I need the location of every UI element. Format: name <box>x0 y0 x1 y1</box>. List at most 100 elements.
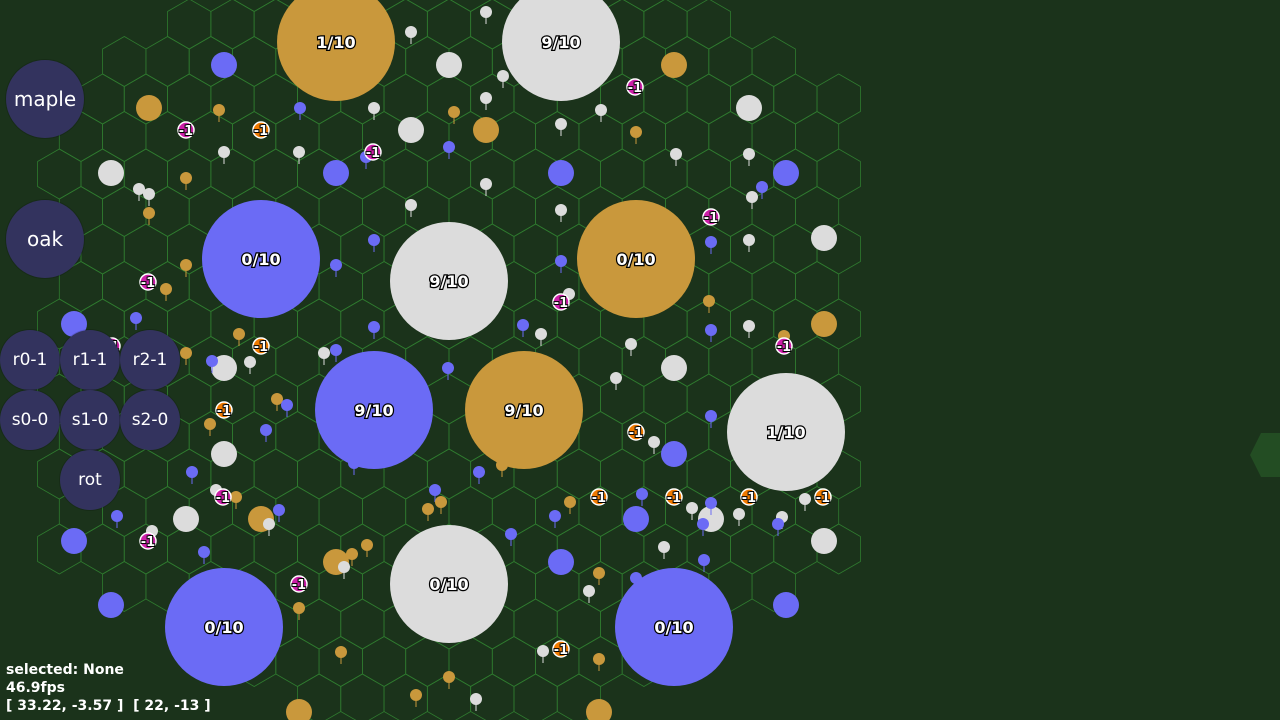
hex-cell[interactable] <box>361 486 407 537</box>
hex-cell[interactable] <box>102 261 147 312</box>
hex-cell[interactable] <box>275 336 320 387</box>
hex-cell[interactable] <box>253 73 298 125</box>
s0-button[interactable]: s0-0 <box>0 390 60 450</box>
hex-cell[interactable] <box>232 411 277 462</box>
hex-cell[interactable] <box>535 111 580 162</box>
birch-tree[interactable]: 9/10 <box>502 0 620 101</box>
hex-cell[interactable] <box>600 373 645 425</box>
hex-cell[interactable] <box>751 186 796 237</box>
hex-cell[interactable] <box>405 636 450 687</box>
r2-button[interactable]: r2-1 <box>120 330 180 390</box>
hex-cell[interactable] <box>145 36 190 87</box>
hex-cell[interactable] <box>275 636 320 687</box>
hex-cell[interactable] <box>816 73 861 125</box>
hex-cell[interactable] <box>383 73 428 125</box>
hex-cell[interactable] <box>643 373 688 425</box>
r0-button[interactable]: r0-1 <box>0 330 60 390</box>
hex-cell[interactable] <box>275 411 320 462</box>
hex-cell[interactable] <box>426 73 472 125</box>
oak-tree[interactable]: 0/10 <box>615 568 733 686</box>
hex-cell[interactable] <box>773 523 818 575</box>
hex-cell[interactable] <box>751 36 796 87</box>
hex-cell[interactable] <box>773 73 818 125</box>
hex-cell[interactable] <box>730 223 775 275</box>
hex-cell[interactable] <box>621 111 666 162</box>
hex-cell[interactable] <box>233 0 276 12</box>
hex-cell[interactable] <box>621 36 666 87</box>
hex-cell[interactable] <box>643 0 688 50</box>
hex-cell[interactable] <box>80 73 125 125</box>
oak-tree[interactable]: 0/10 <box>165 568 283 686</box>
hex-cell[interactable] <box>686 73 731 125</box>
hex-cell[interactable] <box>578 411 623 462</box>
maple-tree[interactable]: 0/10 <box>577 200 695 318</box>
hex-cell[interactable] <box>210 0 255 50</box>
hex-cell[interactable] <box>513 598 558 650</box>
hex-cell[interactable] <box>448 636 493 687</box>
hex-cell[interactable] <box>318 111 363 162</box>
hex-cell[interactable] <box>361 186 407 237</box>
hex-cell[interactable] <box>123 223 169 275</box>
hex-cell[interactable] <box>80 523 125 575</box>
hex-cell[interactable] <box>102 36 147 87</box>
hex-cell[interactable] <box>816 148 861 200</box>
birch-tree[interactable]: 1/10 <box>727 373 845 491</box>
hex-cell[interactable] <box>167 73 212 125</box>
hex-cell[interactable] <box>491 111 536 162</box>
rotate-button[interactable]: rot <box>60 450 120 510</box>
hex-cell[interactable] <box>708 36 753 87</box>
hex-cell[interactable] <box>795 111 840 162</box>
birch-tree[interactable]: 0/10 <box>390 525 508 643</box>
oak-tree[interactable]: 9/10 <box>315 351 433 469</box>
hex-cell[interactable] <box>513 223 558 275</box>
hex-cell[interactable] <box>730 523 775 575</box>
hex-cell[interactable] <box>340 673 385 720</box>
birch-tree[interactable]: 9/10 <box>390 222 508 340</box>
hex-cell[interactable] <box>210 73 255 125</box>
hex-cell[interactable] <box>210 523 255 575</box>
hex-cell[interactable] <box>708 336 753 387</box>
hex-cell[interactable] <box>253 148 298 200</box>
hex-cell[interactable] <box>600 148 645 200</box>
hex-cell[interactable] <box>751 486 796 537</box>
hex-cell[interactable] <box>383 148 428 200</box>
hex-cell[interactable] <box>622 0 665 12</box>
r1-button[interactable]: r1-1 <box>60 330 120 390</box>
hex-cell[interactable] <box>470 73 515 125</box>
hex-cell[interactable] <box>37 148 82 200</box>
hex-cell[interactable] <box>340 223 385 275</box>
hex-cell[interactable] <box>406 0 449 12</box>
hex-cell[interactable] <box>361 636 407 687</box>
maple-button[interactable]: maple <box>6 60 84 138</box>
hex-cell[interactable] <box>102 111 147 162</box>
hex-cell[interactable] <box>210 148 255 200</box>
maple-tree[interactable]: 9/10 <box>465 351 583 469</box>
oak-button[interactable]: oak <box>6 200 84 278</box>
hex-cell[interactable] <box>686 0 731 50</box>
oak-tree[interactable]: 0/10 <box>202 200 320 318</box>
hex-cell[interactable] <box>513 673 558 720</box>
hex-cell[interactable] <box>773 223 818 275</box>
hex-cell[interactable] <box>318 186 363 237</box>
hex-cell[interactable] <box>340 598 385 650</box>
hex-cell[interactable] <box>751 111 796 162</box>
hex-cell[interactable] <box>123 448 169 500</box>
hex-cell[interactable] <box>167 0 212 50</box>
s1-button[interactable]: s1-0 <box>60 390 120 450</box>
hex-cell[interactable] <box>491 636 536 687</box>
maple-tree[interactable]: 1/10 <box>277 0 395 101</box>
hex-cell[interactable] <box>80 223 125 275</box>
hex-cell[interactable] <box>253 448 298 500</box>
hex-cell[interactable] <box>816 523 861 575</box>
hex-cell[interactable] <box>426 0 472 50</box>
hex-cell[interactable] <box>795 261 840 312</box>
hex-cell[interactable] <box>643 73 688 125</box>
hex-cell[interactable] <box>296 298 342 350</box>
hex-cell[interactable] <box>426 373 472 425</box>
hex-cell[interactable] <box>686 448 731 500</box>
hex-cell[interactable] <box>686 148 731 200</box>
hex-cell[interactable] <box>232 36 277 87</box>
hex-cell[interactable] <box>491 186 536 237</box>
s2-button[interactable]: s2-0 <box>120 390 180 450</box>
